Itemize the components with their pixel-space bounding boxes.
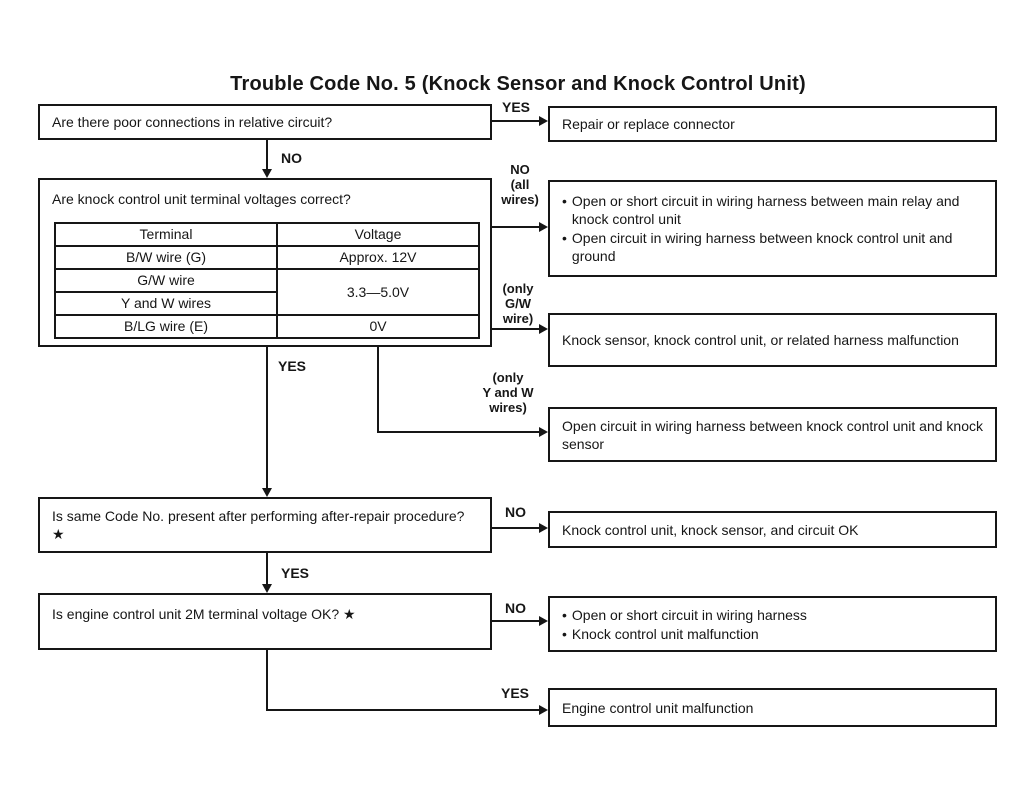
- connector-q2-only-yw-wires-down: [377, 347, 379, 433]
- voltage-cell-merged: 3.3—5.0V: [276, 268, 480, 316]
- bullet-text: Open or short circuit in wiring harness …: [571, 193, 960, 227]
- decision-box-poor-connections: Are there poor connections in relative c…: [38, 104, 492, 140]
- voltage-table: Terminal Voltage B/W wire (G) Approx. 12…: [54, 222, 480, 339]
- arrow-right-icon: [539, 616, 548, 626]
- branch-label-yes: YES: [501, 685, 530, 701]
- connector-q1-yes: [492, 120, 539, 122]
- branch-label-yes: YES: [278, 358, 307, 374]
- bullet-icon: •: [562, 230, 567, 246]
- result-box-open-short-main-relay: • Open or short circuit in wiring harnes…: [548, 180, 997, 277]
- terminal-cell: Y and W wires: [54, 291, 278, 316]
- result-box-repair-connector: Repair or replace connector: [548, 106, 997, 142]
- result-box-ecu-malfunction: Engine control unit malfunction: [548, 688, 997, 727]
- bullet-item: • Knock control unit malfunction: [562, 625, 983, 643]
- result-text: Knock sensor, knock control unit, or rel…: [562, 332, 959, 348]
- bullet-icon: •: [562, 606, 567, 623]
- bullet-text: Open or short circuit in wiring harness: [571, 606, 807, 623]
- table-row: Y and W wires: [54, 291, 479, 316]
- bullet-text: Open circuit in wiring harness between k…: [571, 230, 953, 264]
- arrow-right-icon: [539, 222, 548, 232]
- arrow-down-icon: [262, 584, 272, 593]
- result-box-harness-or-unit-malfunction: • Open or short circuit in wiring harnes…: [548, 596, 997, 652]
- decision-box-same-code: Is same Code No. present after performin…: [38, 497, 492, 553]
- branch-label-yes: YES: [281, 565, 310, 581]
- branch-label-yes: YES: [502, 99, 531, 115]
- bullet-item: • Open or short circuit in wiring harnes…: [562, 192, 983, 228]
- arrow-right-icon: [539, 116, 548, 126]
- terminal-cell: B/LG wire (E): [54, 314, 278, 339]
- branch-label-no: NO: [281, 150, 302, 166]
- result-text: Open circuit in wiring harness between k…: [562, 417, 983, 452]
- decision-text: Are there poor connections in relative c…: [52, 114, 333, 130]
- connector-q1-no: [266, 140, 268, 170]
- table-row: G/W wire 3.3—5.0V: [54, 268, 480, 316]
- result-box-circuit-ok: Knock control unit, knock sensor, and ci…: [548, 511, 997, 548]
- table-header-row: Terminal Voltage: [54, 222, 480, 247]
- terminal-cell: G/W wire: [54, 268, 278, 293]
- arrow-right-icon: [539, 523, 548, 533]
- bullet-icon: •: [562, 193, 567, 209]
- result-box-open-circuit-knock-sensor: Open circuit in wiring harness between k…: [548, 407, 997, 462]
- connector-q3-yes: [266, 553, 268, 584]
- terminal-cell: B/W wire (G): [54, 245, 278, 270]
- table-row: B/LG wire (E) 0V: [54, 314, 480, 339]
- branch-label-only-gw-wire: (only G/W wire): [502, 281, 534, 326]
- connector-q2-only-yw-wires-across: [377, 431, 539, 433]
- connector-q4-yes-across: [266, 709, 539, 711]
- connector-q4-yes-down: [266, 650, 268, 711]
- result-text: Knock control unit, knock sensor, and ci…: [562, 521, 859, 538]
- arrow-down-icon: [262, 488, 272, 497]
- connector-q2-only-gw-wire: [492, 328, 539, 330]
- page-title: Trouble Code No. 5 (Knock Sensor and Kno…: [230, 73, 806, 95]
- column-header-voltage: Voltage: [276, 222, 480, 247]
- branch-label-no: NO: [505, 600, 526, 616]
- connector-q3-no: [492, 527, 539, 529]
- voltage-cell: 0V: [276, 314, 480, 339]
- arrow-right-icon: [539, 427, 548, 437]
- connector-q2-no-all-wires: [492, 226, 539, 228]
- branch-label-only-yw-wires: (only Y and W wires): [482, 370, 534, 415]
- connector-q4-no: [492, 620, 539, 622]
- bullet-item: • Open or short circuit in wiring harnes…: [562, 606, 983, 624]
- bullet-text: Knock control unit malfunction: [571, 625, 759, 642]
- voltage-cell: Approx. 12V: [276, 245, 480, 270]
- bullet-item: • Open circuit in wiring harness between…: [562, 229, 983, 265]
- decision-text: Is engine control unit 2M terminal volta…: [52, 606, 356, 622]
- arrow-right-icon: [539, 324, 548, 334]
- branch-label-no: NO: [505, 504, 526, 520]
- table-row: B/W wire (G) Approx. 12V: [54, 245, 480, 270]
- bullet-icon: •: [562, 625, 567, 642]
- arrow-right-icon: [539, 705, 548, 715]
- column-header-terminal: Terminal: [54, 222, 278, 247]
- decision-text: Is same Code No. present after performin…: [52, 508, 465, 542]
- decision-text: Are knock control unit terminal voltages…: [52, 191, 351, 207]
- decision-box-terminal-voltages: Are knock control unit terminal voltages…: [38, 178, 492, 347]
- arrow-down-icon: [262, 169, 272, 178]
- connector-q2-yes: [266, 347, 268, 489]
- branch-label-no-all-wires: NO (all wires): [501, 162, 539, 207]
- result-text: Repair or replace connector: [562, 116, 735, 132]
- result-box-knock-sensor-malfunction: Knock sensor, knock control unit, or rel…: [548, 313, 997, 367]
- result-text: Engine control unit malfunction: [562, 699, 754, 716]
- decision-box-2m-terminal: Is engine control unit 2M terminal volta…: [38, 593, 492, 650]
